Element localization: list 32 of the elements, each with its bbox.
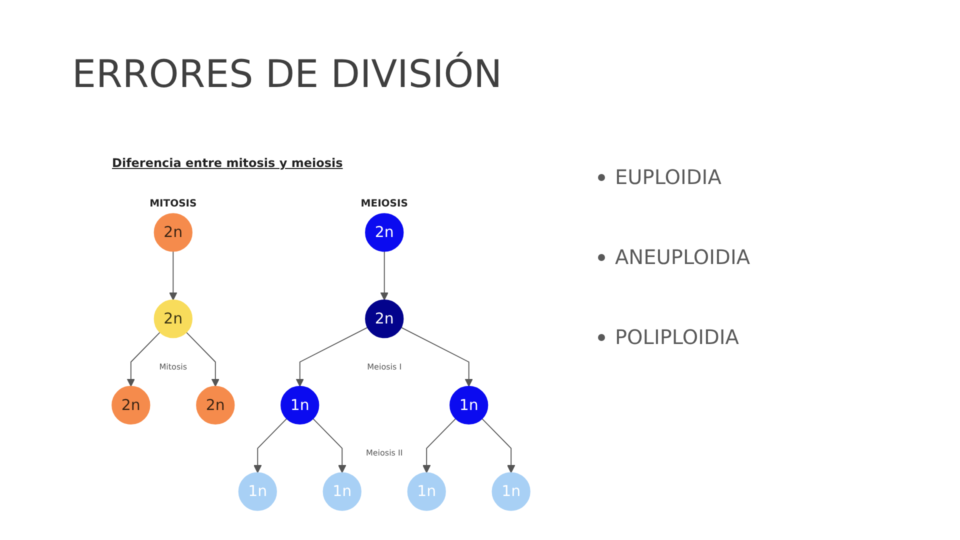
node-circle: 1n <box>280 386 320 424</box>
division-label: Meiosis I <box>366 363 403 372</box>
node-circle: 2n <box>196 386 235 424</box>
node-circle: 2n <box>365 300 404 338</box>
arrow <box>312 418 346 474</box>
arrow <box>169 250 178 300</box>
arrow <box>186 332 220 387</box>
node-circle: 2n <box>112 386 150 424</box>
arrow <box>422 418 456 474</box>
node-circle: 2n <box>365 213 404 252</box>
column-header: MITOSIS <box>150 198 197 210</box>
arrow <box>482 418 516 474</box>
division-label: Meiosis II <box>364 450 404 459</box>
node-circle: 2n <box>154 300 192 338</box>
column-header: MEIOSIS <box>360 198 408 210</box>
arrow <box>400 326 473 387</box>
arrow <box>126 332 160 387</box>
node-circle: 1n <box>407 472 446 511</box>
arrow <box>296 326 368 387</box>
arrow <box>380 250 388 300</box>
diagram-heading: Diferencia entre mitosis y meiosis <box>112 156 343 170</box>
node-circle: 1n <box>492 472 530 511</box>
node-circle: 1n <box>450 386 488 424</box>
node-circle: 1n <box>322 472 362 511</box>
bullet-text: POLIPLOIDIA <box>615 325 739 349</box>
node-circle: 1n <box>238 472 277 511</box>
node-circle: 2n <box>154 213 192 252</box>
division-label: Mitosis <box>158 363 188 372</box>
slide-title: ERRORES DE DIVISIÓN <box>72 54 502 96</box>
bullet-text: EUPLOIDIA <box>615 165 722 189</box>
bullet-text: ANEUPLOIDIA <box>615 245 750 269</box>
arrow <box>254 418 288 474</box>
